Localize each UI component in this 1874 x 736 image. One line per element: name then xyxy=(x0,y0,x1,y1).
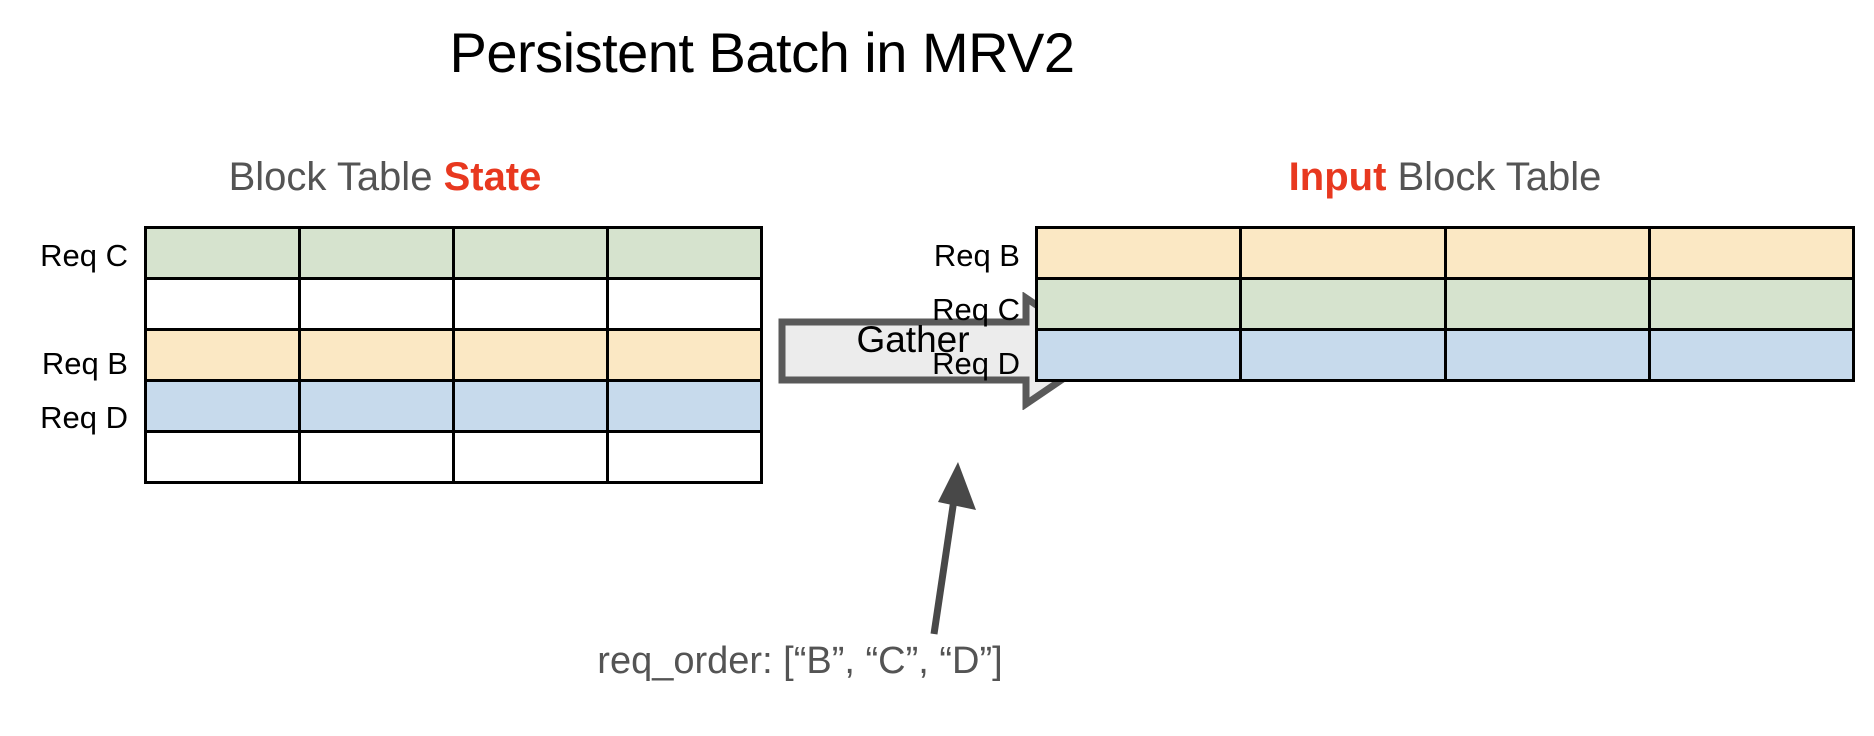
req-order-pointer-arrow-icon xyxy=(930,462,976,635)
input-cell-r2c1 xyxy=(1239,328,1447,382)
input-cell-r1c2 xyxy=(1443,277,1651,331)
table-row xyxy=(144,277,763,331)
req-order-caption: req_order: [“B”, “C”, “D”] xyxy=(597,640,1003,682)
right-heading-suffix: Block Table xyxy=(1386,155,1602,199)
input-cell-r0c3 xyxy=(1647,226,1856,280)
state-cell-r1c0 xyxy=(144,277,301,331)
state-cell-r0c2 xyxy=(452,226,609,280)
state-cell-r4c0 xyxy=(144,430,301,484)
state-cell-r3c2 xyxy=(452,379,609,433)
state-cell-r2c0 xyxy=(144,328,301,382)
state-cell-r3c0 xyxy=(144,379,301,433)
state-cell-r2c2 xyxy=(452,328,609,382)
input-cell-r2c0 xyxy=(1034,328,1243,382)
table-row xyxy=(144,430,763,484)
state-cell-r1c1 xyxy=(298,277,455,331)
table-row xyxy=(144,328,763,382)
state-cell-r2c3 xyxy=(606,328,763,382)
page-title: Persistent Batch in MRV2 xyxy=(449,21,1075,84)
right-heading-accent: Input xyxy=(1288,155,1387,199)
input-cell-r1c3 xyxy=(1647,277,1856,331)
table-row xyxy=(1034,277,1856,331)
input-cell-r0c0 xyxy=(1034,226,1243,280)
input-cell-r2c2 xyxy=(1443,328,1651,382)
table-row xyxy=(144,226,763,280)
state-cell-r1c2 xyxy=(452,277,609,331)
input-cell-r2c3 xyxy=(1647,328,1856,382)
state-cell-r0c3 xyxy=(606,226,763,280)
left-row-label-0: Req C xyxy=(40,238,128,273)
input-cell-r0c1 xyxy=(1239,226,1447,280)
state-cell-r3c3 xyxy=(606,379,763,433)
state-cell-r0c1 xyxy=(298,226,455,280)
state-cell-r3c1 xyxy=(298,379,455,433)
state-cell-r0c0 xyxy=(144,226,301,280)
left-row-label-3: Req D xyxy=(40,400,128,435)
right-row-label-0: Req B xyxy=(933,238,1020,273)
state-cell-r2c1 xyxy=(298,328,455,382)
table-row xyxy=(144,379,763,433)
state-cell-r1c3 xyxy=(606,277,763,331)
state-cell-r4c2 xyxy=(452,430,609,484)
left-heading-accent: State xyxy=(443,155,542,199)
table-row xyxy=(1034,226,1856,280)
right-row-label-1: Req C xyxy=(932,292,1020,327)
table-row xyxy=(1034,328,1856,382)
block-table-input xyxy=(1034,226,1856,382)
state-cell-r4c3 xyxy=(606,430,763,484)
input-cell-r0c2 xyxy=(1443,226,1651,280)
block-table-state xyxy=(144,226,763,484)
input-cell-r1c0 xyxy=(1034,277,1243,331)
state-cell-r4c1 xyxy=(298,430,455,484)
left-heading-prefix: Block Table xyxy=(228,155,444,199)
right-panel-heading: Input Block Table xyxy=(1035,153,1855,201)
right-row-label-2: Req D xyxy=(932,346,1020,381)
left-row-label-2: Req B xyxy=(41,346,128,381)
left-panel-heading: Block Table State xyxy=(0,153,770,201)
input-cell-r1c1 xyxy=(1239,277,1447,331)
